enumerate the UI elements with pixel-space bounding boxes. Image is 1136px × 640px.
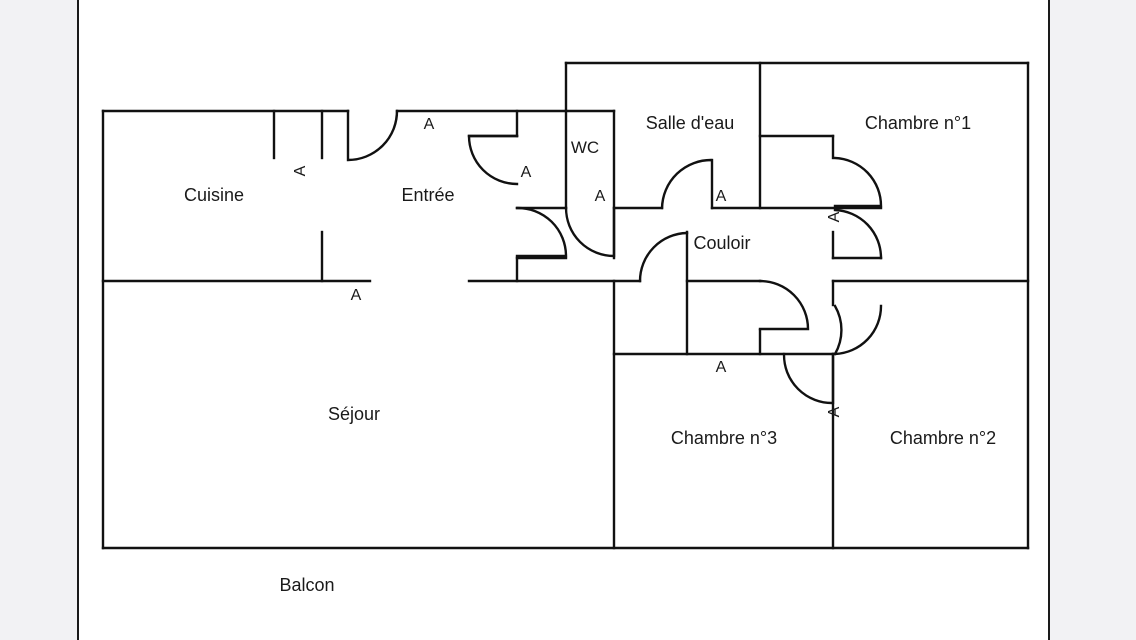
door-mark: A — [826, 211, 843, 222]
door-mark: A — [595, 188, 606, 205]
door-marks: A A A A A A A A A — [292, 116, 843, 417]
doors — [346, 109, 883, 405]
door-mark: A — [521, 164, 532, 181]
room-chambre1: Chambre n°1 — [865, 113, 971, 133]
walls — [101, 61, 1030, 550]
room-wc: WC — [571, 138, 599, 157]
door-mark: A — [424, 116, 435, 133]
door-entree — [346, 109, 399, 162]
room-cuisine: Cuisine — [184, 185, 244, 205]
door-closet-3 — [638, 231, 689, 283]
room-couloir: Couloir — [693, 233, 750, 253]
door-mark: A — [292, 165, 309, 176]
room-entree: Entrée — [401, 185, 454, 205]
door-mark: A — [716, 359, 727, 376]
door-storage — [515, 206, 568, 258]
door-salle-deau — [660, 158, 714, 210]
door-wc — [564, 206, 616, 258]
door-closet — [467, 134, 519, 186]
door-closet-4 — [758, 279, 810, 331]
document-page — [77, 0, 1050, 640]
door-mark: A — [716, 188, 727, 205]
room-balcon: Balcon — [279, 575, 334, 595]
door-closet-2 — [833, 208, 883, 260]
room-sejour: Séjour — [328, 404, 380, 424]
door-mark: A — [826, 406, 843, 417]
door-chambre1 — [833, 156, 883, 208]
door-chambre2 — [833, 304, 883, 356]
room-chambre2: Chambre n°2 — [890, 428, 996, 448]
door-chambre3 — [782, 352, 835, 405]
room-chambre3: Chambre n°3 — [671, 428, 777, 448]
room-salle-deau: Salle d'eau — [646, 113, 735, 133]
door-mark: A — [351, 287, 362, 304]
room-labels: Cuisine Entrée WC Salle d'eau Chambre n°… — [184, 113, 996, 595]
